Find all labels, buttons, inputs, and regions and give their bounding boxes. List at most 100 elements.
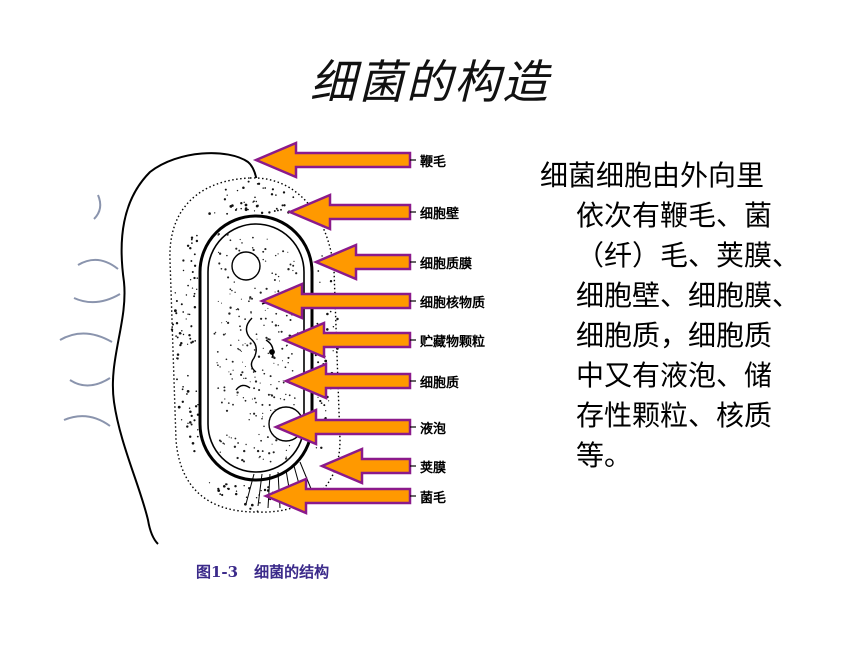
- cytoplasm-dot: [277, 289, 279, 291]
- cytoplasm-dot: [260, 439, 262, 442]
- stipple-dot: [175, 335, 177, 337]
- stipple-dot: [270, 193, 274, 196]
- cytoplasm-dot: [244, 365, 246, 368]
- stipple-dot: [175, 321, 179, 325]
- stipple-dot: [176, 336, 179, 339]
- cytoplasm-dot: [253, 412, 256, 415]
- stipple-dot: [260, 490, 262, 492]
- stipple-dot: [252, 201, 254, 203]
- cytoplasm-dot: [253, 447, 256, 449]
- stipple-dot: [196, 435, 199, 438]
- stipple-dot: [195, 239, 199, 243]
- cytoplasm-dot: [241, 371, 244, 374]
- cytoplasm-dot: [218, 262, 221, 265]
- cytoplasm-dot: [291, 353, 293, 355]
- cytoplasm-dot: [275, 312, 278, 315]
- stipple-dot: [335, 351, 338, 353]
- description-line: 中又有液泡、储: [576, 359, 773, 392]
- cytoplasm-dot: [237, 347, 239, 350]
- stipple-dot: [188, 435, 192, 438]
- cytoplasm-dot: [229, 293, 231, 295]
- label-cytoplasm: 细胞质: [420, 376, 460, 391]
- cytoplasm-dot: [255, 401, 257, 404]
- stipple-dot: [256, 510, 259, 513]
- cytoplasm-dot: [217, 364, 219, 367]
- cytoplasm-dot: [268, 403, 271, 407]
- stipple-dot: [189, 246, 192, 250]
- cytoplasm-dot: [236, 456, 239, 460]
- stipple-dot: [326, 328, 329, 331]
- cytoplasm-dot: [252, 236, 254, 239]
- stipple-dot: [190, 414, 193, 418]
- stipple-dot: [249, 507, 252, 510]
- cytoplasm-dot: [234, 437, 237, 440]
- cytoplasm-dot: [220, 401, 223, 404]
- cytoplasm-dot: [289, 319, 292, 321]
- stipple-dot: [190, 236, 194, 239]
- cytoplasm-dot: [248, 418, 250, 421]
- cytoplasm-dot: [264, 260, 267, 262]
- cytoplasm-dot: [277, 253, 279, 255]
- cytoplasm-dot: [256, 338, 258, 340]
- cytoplasm-dot: [235, 247, 238, 250]
- cytoplasm-dot: [293, 403, 295, 406]
- cytoplasm-dot: [264, 309, 266, 311]
- stipple-dot: [178, 332, 182, 335]
- stipple-dot: [319, 281, 321, 283]
- cytoplasm-dot: [219, 366, 221, 368]
- cytoplasm-dot: [225, 358, 228, 361]
- stipple-dot: [276, 209, 279, 212]
- cytoplasm-dot: [271, 272, 273, 274]
- cytoplasm-dot: [274, 273, 277, 276]
- cytoplasm-dot: [258, 433, 260, 436]
- cytoplasm-dot: [274, 254, 277, 257]
- stipple-dot: [197, 403, 199, 406]
- stipple-dot: [186, 343, 189, 345]
- cytoplasm-dot: [228, 436, 230, 438]
- cytoplasm-dot: [245, 443, 247, 446]
- stipple-dot: [225, 483, 228, 486]
- cytoplasm-dot: [229, 373, 232, 376]
- stipple-dot: [264, 187, 267, 189]
- cytoplasm-dot: [278, 331, 280, 333]
- cytoplasm-dot: [229, 239, 232, 242]
- stipple-dot: [283, 204, 286, 207]
- stipple-dot: [194, 405, 198, 408]
- cytoplasm-dot: [249, 296, 252, 299]
- stipple-dot: [175, 299, 178, 303]
- stipple-dot: [317, 361, 320, 364]
- cytoplasm-dot: [271, 443, 273, 445]
- cytoplasm-dot: [261, 450, 264, 453]
- stipple-dot: [262, 187, 264, 189]
- cytoplasm-dot: [263, 324, 265, 327]
- stipple-dot: [187, 374, 189, 377]
- cytoplasm-dot: [262, 412, 264, 415]
- cytoplasm-dot: [281, 347, 284, 350]
- stipple-dot: [326, 312, 329, 316]
- stipple-dot: [191, 242, 193, 244]
- cytoplasm-dot: [232, 403, 234, 406]
- stipple-dot: [260, 211, 264, 215]
- cytoplasm-dot: [267, 393, 270, 396]
- stipple-dot: [244, 203, 248, 207]
- stipple-dot: [182, 333, 185, 336]
- label-cell-membrane: 细胞质膜: [420, 257, 473, 272]
- cytoplasm-dot: [236, 391, 239, 394]
- stipple-dot: [208, 212, 211, 215]
- stipple-dot: [191, 441, 195, 445]
- stipple-dot: [189, 337, 192, 340]
- cytoplasm-dot: [255, 333, 258, 336]
- stipple-dot: [189, 279, 192, 281]
- label-storage-granule: 贮藏物颗粒: [420, 335, 486, 350]
- cytoplasm-dot: [254, 376, 256, 378]
- cytoplasm-dot: [248, 300, 250, 303]
- cytoplasm-dot: [228, 312, 231, 315]
- cytoplasm-dot: [287, 251, 289, 253]
- cytoplasm-dot: [226, 233, 229, 236]
- stipple-dot: [194, 340, 197, 342]
- cytoplasm-dot: [241, 458, 244, 462]
- stipple-dot: [255, 496, 258, 499]
- cytoplasm-dot: [268, 452, 271, 455]
- cytoplasm-dot: [222, 333, 225, 336]
- label-cell-wall: 细胞壁: [420, 207, 460, 222]
